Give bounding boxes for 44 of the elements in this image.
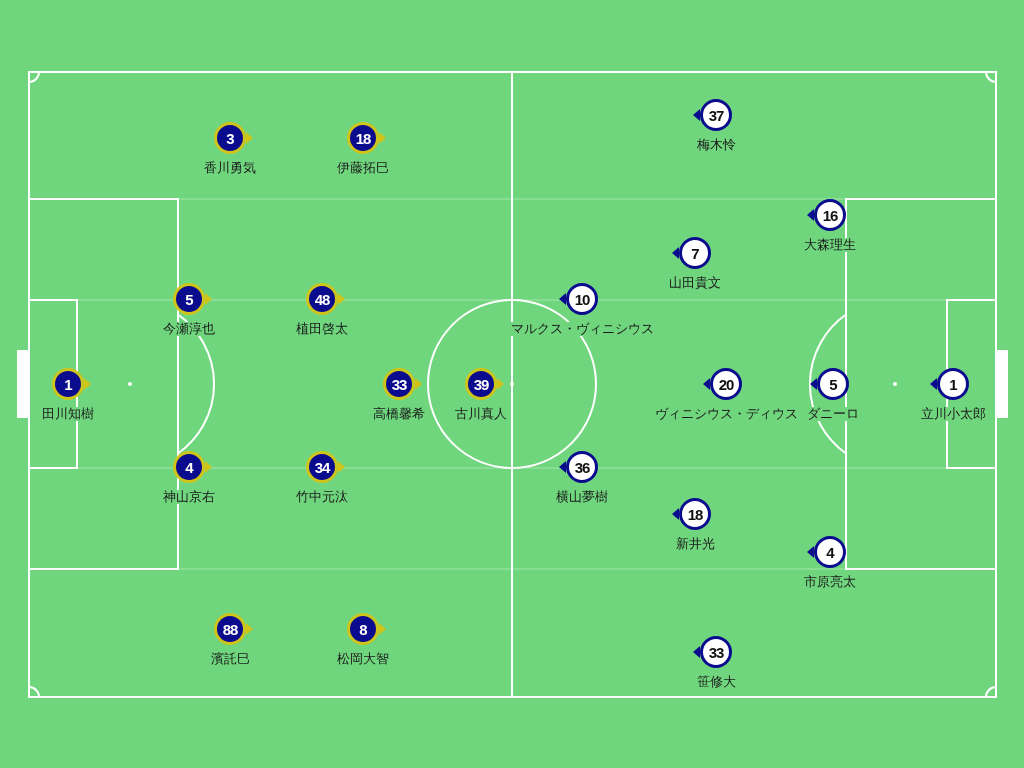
player-marker: 16 bbox=[814, 199, 846, 231]
player-marker: 20 bbox=[710, 368, 742, 400]
player-name: 今瀬淳也 bbox=[163, 322, 215, 337]
player-marker: 10 bbox=[566, 283, 598, 315]
player-marker: 7 bbox=[679, 237, 711, 269]
player-name: 梅木怜 bbox=[696, 138, 736, 153]
player-name: 神山京右 bbox=[163, 490, 215, 505]
player-marker: 1 bbox=[52, 368, 84, 400]
player-name: ヴィニシウス・ディウス bbox=[654, 407, 798, 422]
player-marker: 1 bbox=[937, 368, 969, 400]
player-marker: 18 bbox=[679, 498, 711, 530]
player-name: 大森理生 bbox=[804, 238, 856, 253]
player-marker: 4 bbox=[173, 451, 205, 483]
player-name: 笹修大 bbox=[696, 675, 736, 690]
player-name: 新井光 bbox=[675, 537, 715, 552]
player-marker: 33 bbox=[700, 636, 732, 668]
player-marker: 88 bbox=[214, 613, 246, 645]
player-marker: 8 bbox=[347, 613, 379, 645]
player-name: 立川小太郎 bbox=[920, 407, 986, 422]
player-name: 竹中元汰 bbox=[296, 490, 348, 505]
player-marker: 3 bbox=[214, 122, 246, 154]
player-marker: 36 bbox=[566, 451, 598, 483]
player-name: 濱託巳 bbox=[210, 652, 250, 667]
player-marker: 18 bbox=[347, 122, 379, 154]
player-marker: 39 bbox=[465, 368, 497, 400]
player-name: 香川勇気 bbox=[204, 161, 256, 176]
player-name: 高橋馨希 bbox=[373, 407, 425, 422]
player-marker: 48 bbox=[306, 283, 338, 315]
player-marker: 4 bbox=[814, 536, 846, 568]
player-name: マルクス・ヴィニシウス bbox=[510, 322, 654, 337]
player-name: 植田啓太 bbox=[296, 322, 348, 337]
player-name: ダニーロ bbox=[807, 407, 859, 422]
player-marker: 5 bbox=[817, 368, 849, 400]
player-marker: 37 bbox=[700, 99, 732, 131]
player-marker: 34 bbox=[306, 451, 338, 483]
player-name: 松岡大智 bbox=[337, 652, 389, 667]
player-marker: 5 bbox=[173, 283, 205, 315]
player-name: 山田貴文 bbox=[669, 276, 721, 291]
player-name: 市原亮太 bbox=[804, 575, 856, 590]
player-name: 田川知樹 bbox=[42, 407, 94, 422]
player-name: 伊藤拓巳 bbox=[337, 161, 389, 176]
player-marker: 33 bbox=[383, 368, 415, 400]
player-name: 古川真人 bbox=[455, 407, 507, 422]
player-name: 横山夢樹 bbox=[556, 490, 608, 505]
